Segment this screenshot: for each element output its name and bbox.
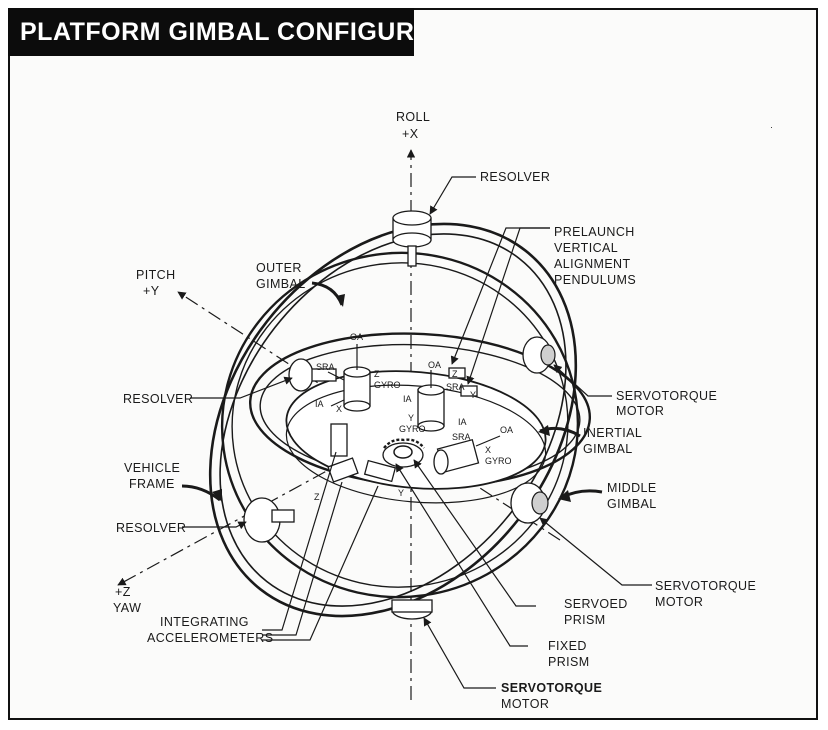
servotorque-motor-bottom (391, 599, 433, 620)
label-integrating-2: ACCELEROMETERS (147, 631, 273, 645)
label-servoed-prism-2: PRISM (564, 613, 606, 627)
accelerometer-y (363, 459, 397, 483)
label-ia-right: IA (458, 417, 467, 427)
x-gyro (433, 435, 501, 475)
label-middle-gimbal-1: MIDDLE (607, 481, 657, 495)
label-middle-gimbal-2: GIMBAL (607, 497, 657, 511)
diagram-title: PLATFORM GIMBAL CONFIGURATION (8, 8, 414, 56)
pitch-axis-direction: +Y (143, 284, 160, 298)
prelaunch-pendulums (448, 367, 478, 397)
label-integrating-1: INTEGRATING (160, 615, 249, 629)
label-servotorque-bottom-1: SERVOTORQUE (501, 681, 602, 695)
label-inertial-gimbal-2: GIMBAL (583, 442, 633, 456)
z-gyro (327, 344, 371, 412)
label-oa-mid: OA (428, 360, 441, 370)
servotorque-motor-lower (510, 482, 549, 524)
accelerometer-x (330, 423, 348, 457)
label-resolver-bottom: RESOLVER (116, 521, 186, 535)
label-inertial-gimbal-1: INERTIAL (583, 426, 642, 440)
roll-axis-direction: +X (402, 127, 419, 141)
label-servoed-prism-1: SERVOED (564, 597, 628, 611)
inertial-gimbal-arrow (538, 425, 581, 438)
label-fixed-prism-1: FIXED (548, 639, 587, 653)
label-prelaunch-3: ALIGNMENT (554, 257, 631, 271)
label-oa-right: OA (500, 425, 513, 435)
label-z-gyro-1: Z (374, 369, 380, 379)
label-sra-right: SRA (452, 432, 471, 442)
label-servotorque-right-2: MOTOR (616, 404, 664, 418)
label-vehicle-frame-2: FRAME (129, 477, 175, 491)
servotorque-motor-right (522, 336, 556, 374)
label-resolver-left: RESOLVER (123, 392, 193, 406)
label-servotorque-right-1: SERVOTORQUE (616, 389, 717, 403)
middle-gimbal-ring (220, 251, 580, 599)
label-prelaunch-1: PRELAUNCH (554, 225, 635, 239)
label-servotorque-bottom-2: MOTOR (501, 697, 549, 711)
pitch-axis-label: PITCH (136, 268, 176, 282)
roll-axis-label: ROLL (396, 110, 430, 124)
prism-assembly (382, 438, 425, 468)
label-fixed-prism-2: PRISM (548, 655, 590, 669)
label-x-gyro-2: GYRO (485, 456, 512, 466)
label-outer-gimbal-1: OUTER (256, 261, 302, 275)
label-x-gyro-1: X (485, 445, 491, 455)
middle-gimbal-arrow (558, 489, 603, 502)
stable-platform (285, 370, 547, 504)
label-z-gyro-2: GYRO (374, 380, 401, 390)
label-oa-left: OA (350, 332, 363, 342)
resolver-left (288, 358, 337, 392)
leader-lines (182, 176, 652, 689)
label-sra-mid: SRA (446, 382, 465, 392)
label-y-acc: Y (398, 488, 404, 498)
label-x-left: X (336, 404, 342, 414)
label-servotorque-lower-2: MOTOR (655, 595, 703, 609)
label-ia-mid: IA (403, 394, 412, 404)
label-servotorque-lower-1: SERVOTORQUE (655, 579, 756, 593)
yaw-axis-label: YAW (113, 601, 141, 615)
corner-mark: · (770, 122, 773, 132)
y-gyro (417, 370, 445, 432)
label-prelaunch-4: PENDULUMS (554, 273, 636, 287)
resolver-bottom-left (243, 497, 295, 543)
label-outer-gimbal-2: GIMBAL (256, 277, 306, 291)
vehicle-frame-arrow (181, 484, 222, 502)
label-prelaunch-2: VERTICAL (554, 241, 618, 255)
label-resolver-top: RESOLVER (480, 170, 550, 184)
yaw-axis-direction: +Z (115, 585, 131, 599)
label-z-acc: Z (314, 492, 320, 502)
outer-gimbal-arrow (311, 281, 345, 307)
label-vehicle-frame-1: VEHICLE (124, 461, 180, 475)
label-y-gyro-2: GYRO (399, 424, 426, 434)
label-z-mid: Z (452, 369, 458, 379)
label-y-mid: Y (470, 390, 476, 400)
accelerometer-z (327, 457, 359, 483)
label-y-gyro-1: Y (408, 413, 414, 423)
label-ia-left: IA (315, 399, 324, 409)
label-sra-left: SRA (316, 362, 335, 372)
resolver-top (392, 210, 432, 267)
